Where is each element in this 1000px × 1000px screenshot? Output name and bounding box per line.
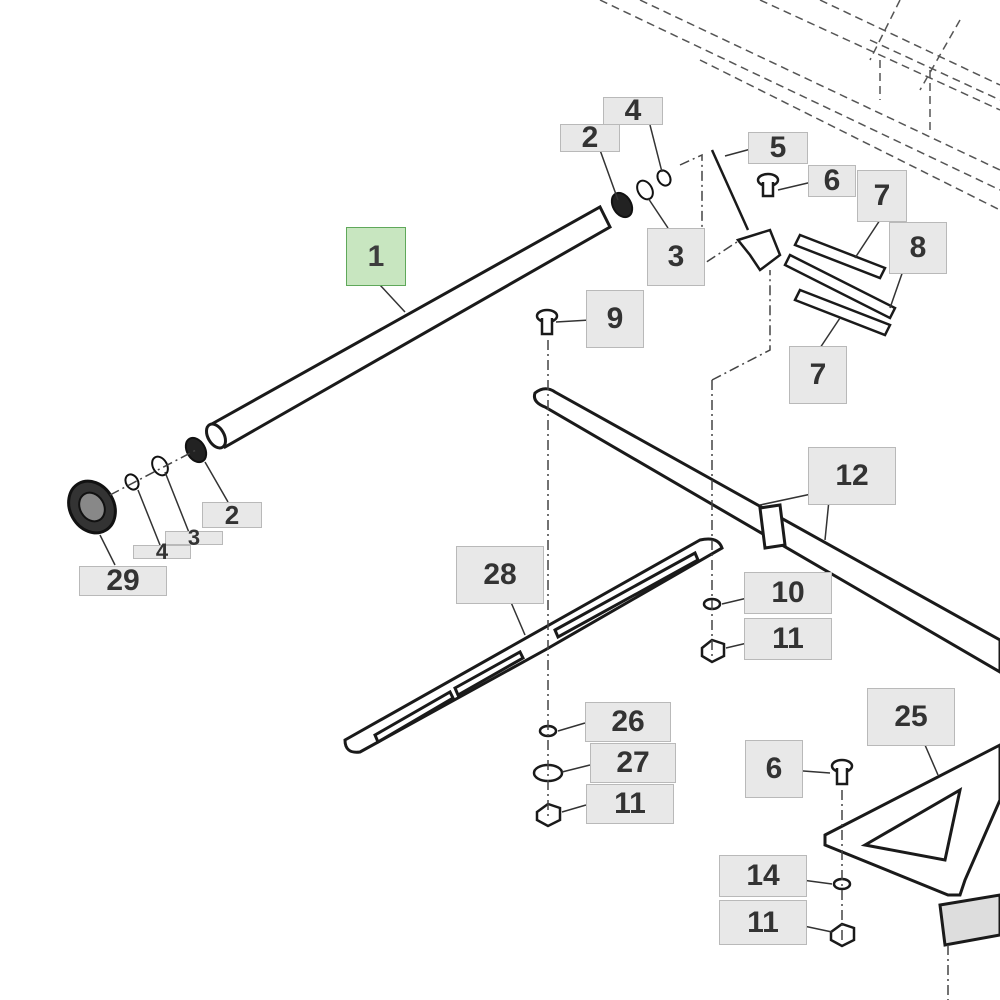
callout-part-9[interactable]: 9 (586, 290, 644, 348)
callout-part-26[interactable]: 26 (585, 702, 671, 742)
callout-part-14[interactable]: 14 (719, 855, 807, 897)
bolt-9[interactable] (535, 308, 559, 336)
callout-part-8[interactable]: 8 (889, 222, 947, 274)
brace[interactable] (343, 537, 724, 754)
roller-tube[interactable] (203, 204, 612, 451)
callout-part-10[interactable]: 10 (744, 572, 832, 614)
frame-right[interactable] (823, 743, 1000, 947)
callout-part-11-bottom[interactable]: 11 (719, 900, 807, 945)
callout-part-3-top[interactable]: 3 (647, 228, 705, 286)
callout-part-6-top[interactable]: 6 (808, 164, 856, 197)
callout-part-11-low[interactable]: 11 (586, 784, 674, 824)
callout-part-28[interactable]: 28 (456, 546, 544, 604)
callout-part-25[interactable]: 25 (867, 688, 955, 746)
assembly-centerlines (109, 153, 949, 1000)
end-cap[interactable] (59, 473, 124, 542)
callout-part-11-mid[interactable]: 11 (744, 618, 832, 660)
callout-part-6-bottom[interactable]: 6 (745, 740, 803, 798)
bearing-left[interactable] (123, 434, 210, 492)
callout-part-5[interactable]: 5 (748, 131, 808, 164)
callout-part-4-left[interactable]: 4 (133, 539, 191, 564)
callout-part-27[interactable]: 27 (590, 743, 676, 783)
callout-part-7-top[interactable]: 7 (857, 170, 907, 222)
callout-part-12[interactable]: 12 (808, 447, 896, 505)
bearing-top[interactable] (608, 168, 673, 221)
callout-part-7-bottom[interactable]: 7 (789, 346, 847, 404)
callout-part-2-left[interactable]: 2 (202, 500, 262, 530)
callout-part-3-left[interactable]: 3 (165, 525, 223, 550)
callout-part-1[interactable]: 1 (346, 227, 406, 286)
mounting-bracket[interactable] (710, 149, 897, 337)
cross-member[interactable] (533, 387, 1000, 674)
callout-part-4-top[interactable]: 4 (603, 94, 663, 127)
background-frame-outline (599, 0, 1000, 211)
callout-part-29[interactable]: 29 (79, 564, 167, 597)
callout-part-2-top[interactable]: 2 (560, 121, 620, 154)
